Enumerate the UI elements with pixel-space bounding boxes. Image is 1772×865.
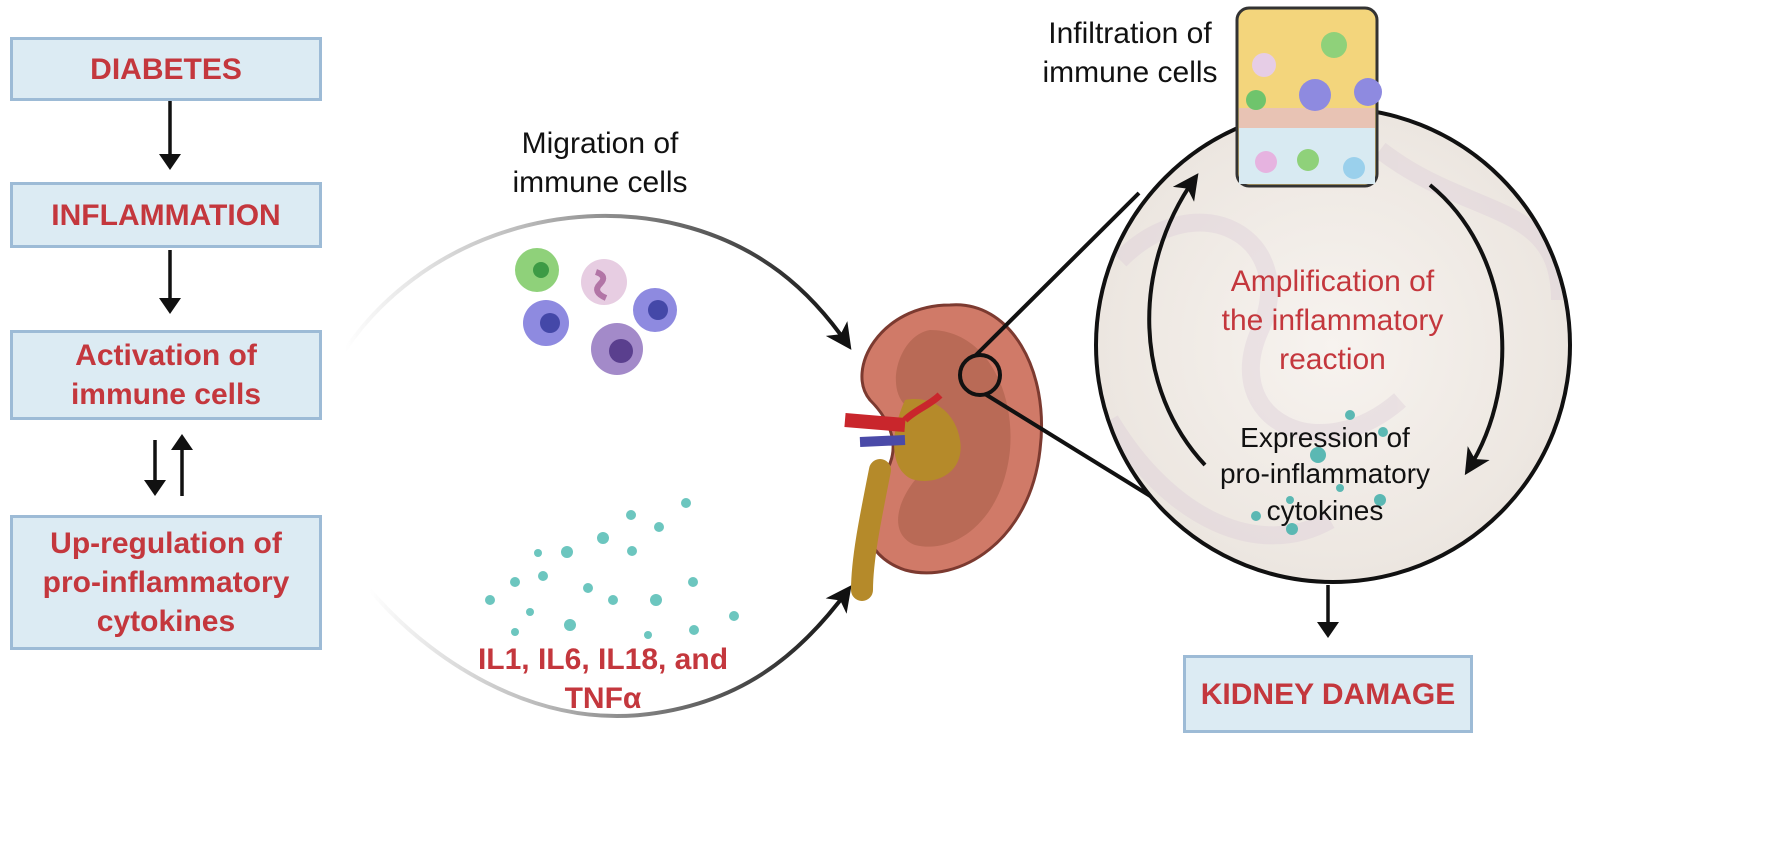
upregulation-label: Up-regulation of pro-inflammatory cytoki…	[42, 527, 290, 638]
infiltration-label: Infiltration of immune cells	[1042, 17, 1218, 89]
cytokines-list-label: IL1, IL6, IL18, and TNFα	[477, 643, 729, 715]
immune-cell-icon	[515, 248, 677, 375]
kidney-damage-box: KIDNEY DAMAGE	[1183, 655, 1473, 733]
inflammation-label: INFLAMMATION	[51, 198, 281, 232]
diabetes-label: DIABETES	[90, 52, 242, 86]
upregulation-box: Up-regulation of pro-inflammatory cytoki…	[10, 515, 322, 650]
migration-arrow	[343, 213, 852, 352]
cytokine-dot-icon	[485, 498, 739, 639]
cytokine-arrow	[368, 585, 852, 718]
diabetes-box: DIABETES	[10, 37, 322, 101]
migration-label: Migration of immune cells	[512, 127, 688, 199]
activation-box: Activation of immune cells	[10, 330, 322, 420]
inflammation-box: INFLAMMATION	[10, 182, 322, 248]
kidney-icon	[844, 303, 1043, 601]
flow-arrows	[144, 100, 1339, 638]
kidney-damage-label: KIDNEY DAMAGE	[1200, 677, 1456, 711]
tissue-inset-icon	[1235, 6, 1382, 188]
activation-label: Activation of immune cells	[70, 339, 262, 411]
expression-label: Expression of pro-inflammatory cytokines	[1219, 422, 1431, 526]
amplification-label: Amplification of the inflammatory reacti…	[1221, 265, 1444, 376]
